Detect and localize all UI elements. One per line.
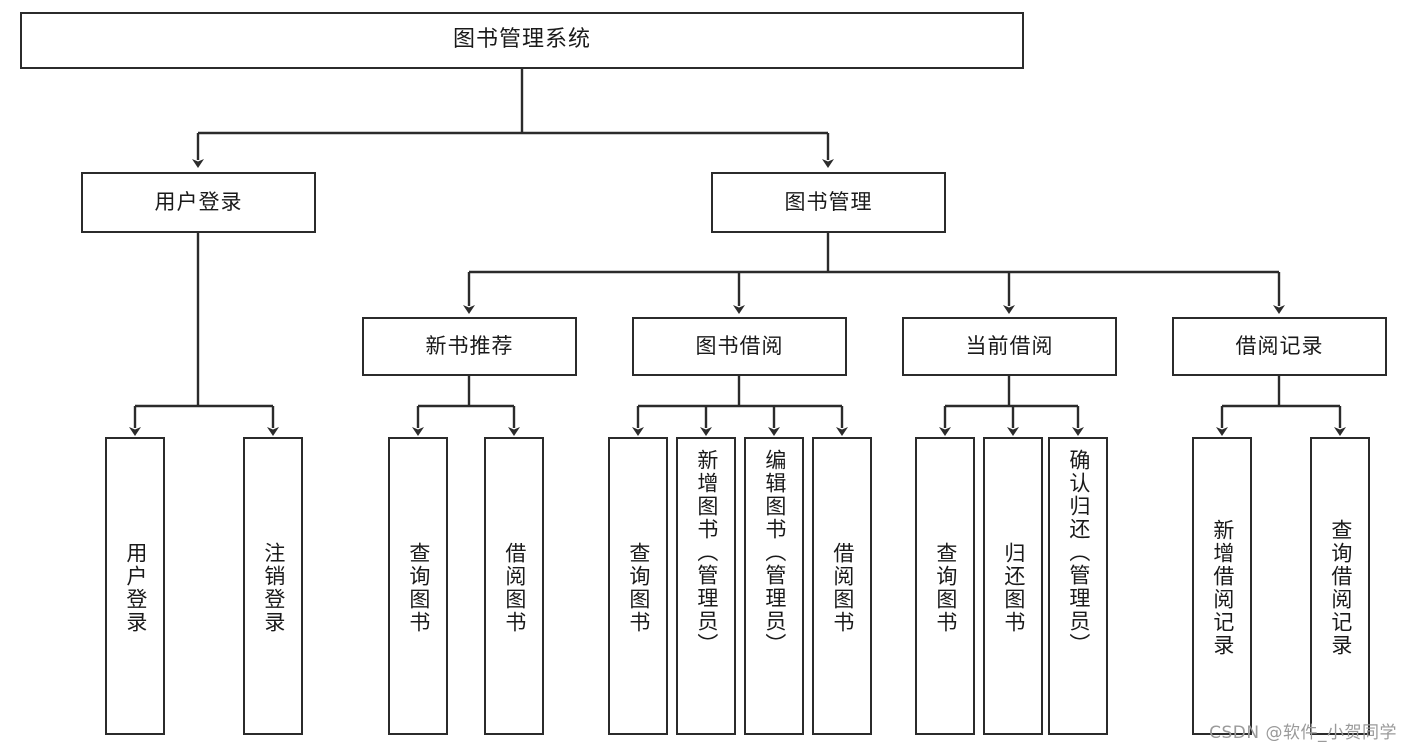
node-label: 图书管理	[784, 189, 873, 214]
leaf-return-book[interactable]: 归还图书	[983, 437, 1043, 735]
leaf-content: 新增借阅记录	[1194, 443, 1250, 733]
leaf-label: 新增图书（管理员）	[694, 449, 719, 656]
node-label: 新书推荐	[425, 333, 514, 358]
leaf-content: 确认归还（管理员）	[1050, 443, 1106, 739]
leaf-label: 用户登录	[123, 542, 148, 634]
node-user-login[interactable]: 用户登录	[81, 172, 316, 233]
node-label: 借阅记录	[1235, 333, 1324, 358]
node-label: 图书借阅	[695, 333, 784, 358]
leaf-label: 新增借阅记录	[1210, 519, 1235, 657]
node-label: 当前借阅	[965, 333, 1054, 358]
leaf-query-borrow-record[interactable]: 查询借阅记录	[1310, 437, 1370, 735]
watermark-text: CSDN @软件_小贺同学	[1209, 723, 1397, 743]
leaf-logout[interactable]: 注销登录	[243, 437, 303, 735]
leaf-label: 编辑图书（管理员）	[762, 449, 787, 656]
leaf-label: 确认归还（管理员）	[1066, 449, 1091, 656]
node-label: 图书管理系统	[452, 27, 591, 53]
leaf-edit-book-admin[interactable]: 编辑图书（管理员）	[744, 437, 804, 735]
leaf-add-book-admin[interactable]: 新增图书（管理员）	[676, 437, 736, 735]
leaf-content: 查询图书	[917, 443, 973, 733]
node-book-borrow[interactable]: 图书借阅	[632, 317, 847, 376]
leaf-borrow-book-new-recommend[interactable]: 借阅图书	[484, 437, 544, 735]
leaf-label: 查询图书	[933, 542, 958, 634]
leaf-content: 编辑图书（管理员）	[746, 443, 802, 739]
leaf-user-login[interactable]: 用户登录	[105, 437, 165, 735]
leaf-query-book-borrow[interactable]: 查询图书	[608, 437, 668, 735]
node-borrow-record[interactable]: 借阅记录	[1172, 317, 1387, 376]
node-label: 用户登录	[154, 189, 243, 214]
node-book-management[interactable]: 图书管理	[711, 172, 946, 233]
leaf-add-borrow-record[interactable]: 新增借阅记录	[1192, 437, 1252, 735]
leaf-label: 归还图书	[1001, 542, 1026, 634]
leaf-query-book-current[interactable]: 查询图书	[915, 437, 975, 735]
leaf-label: 借阅图书	[830, 542, 855, 634]
node-new-book-recommend[interactable]: 新书推荐	[362, 317, 577, 376]
leaf-content: 注销登录	[245, 443, 301, 733]
node-current-borrow[interactable]: 当前借阅	[902, 317, 1117, 376]
leaf-content: 查询图书	[610, 443, 666, 733]
leaf-borrow-book[interactable]: 借阅图书	[812, 437, 872, 735]
leaf-content: 归还图书	[985, 443, 1041, 733]
leaf-label: 注销登录	[261, 542, 286, 634]
leaf-confirm-return-admin[interactable]: 确认归还（管理员）	[1048, 437, 1108, 735]
leaf-content: 借阅图书	[814, 443, 870, 733]
leaf-content: 查询图书	[390, 443, 446, 733]
leaf-content: 查询借阅记录	[1312, 443, 1368, 733]
leaf-label: 借阅图书	[502, 542, 527, 634]
leaf-content: 借阅图书	[486, 443, 542, 733]
leaf-label: 查询图书	[626, 542, 651, 634]
leaf-label: 查询借阅记录	[1328, 519, 1353, 657]
leaf-label: 查询图书	[406, 542, 431, 634]
node-root-book-management-system[interactable]: 图书管理系统	[20, 12, 1024, 69]
leaf-content: 新增图书（管理员）	[678, 443, 734, 739]
leaf-content: 用户登录	[107, 443, 163, 733]
leaf-query-book-new-recommend[interactable]: 查询图书	[388, 437, 448, 735]
